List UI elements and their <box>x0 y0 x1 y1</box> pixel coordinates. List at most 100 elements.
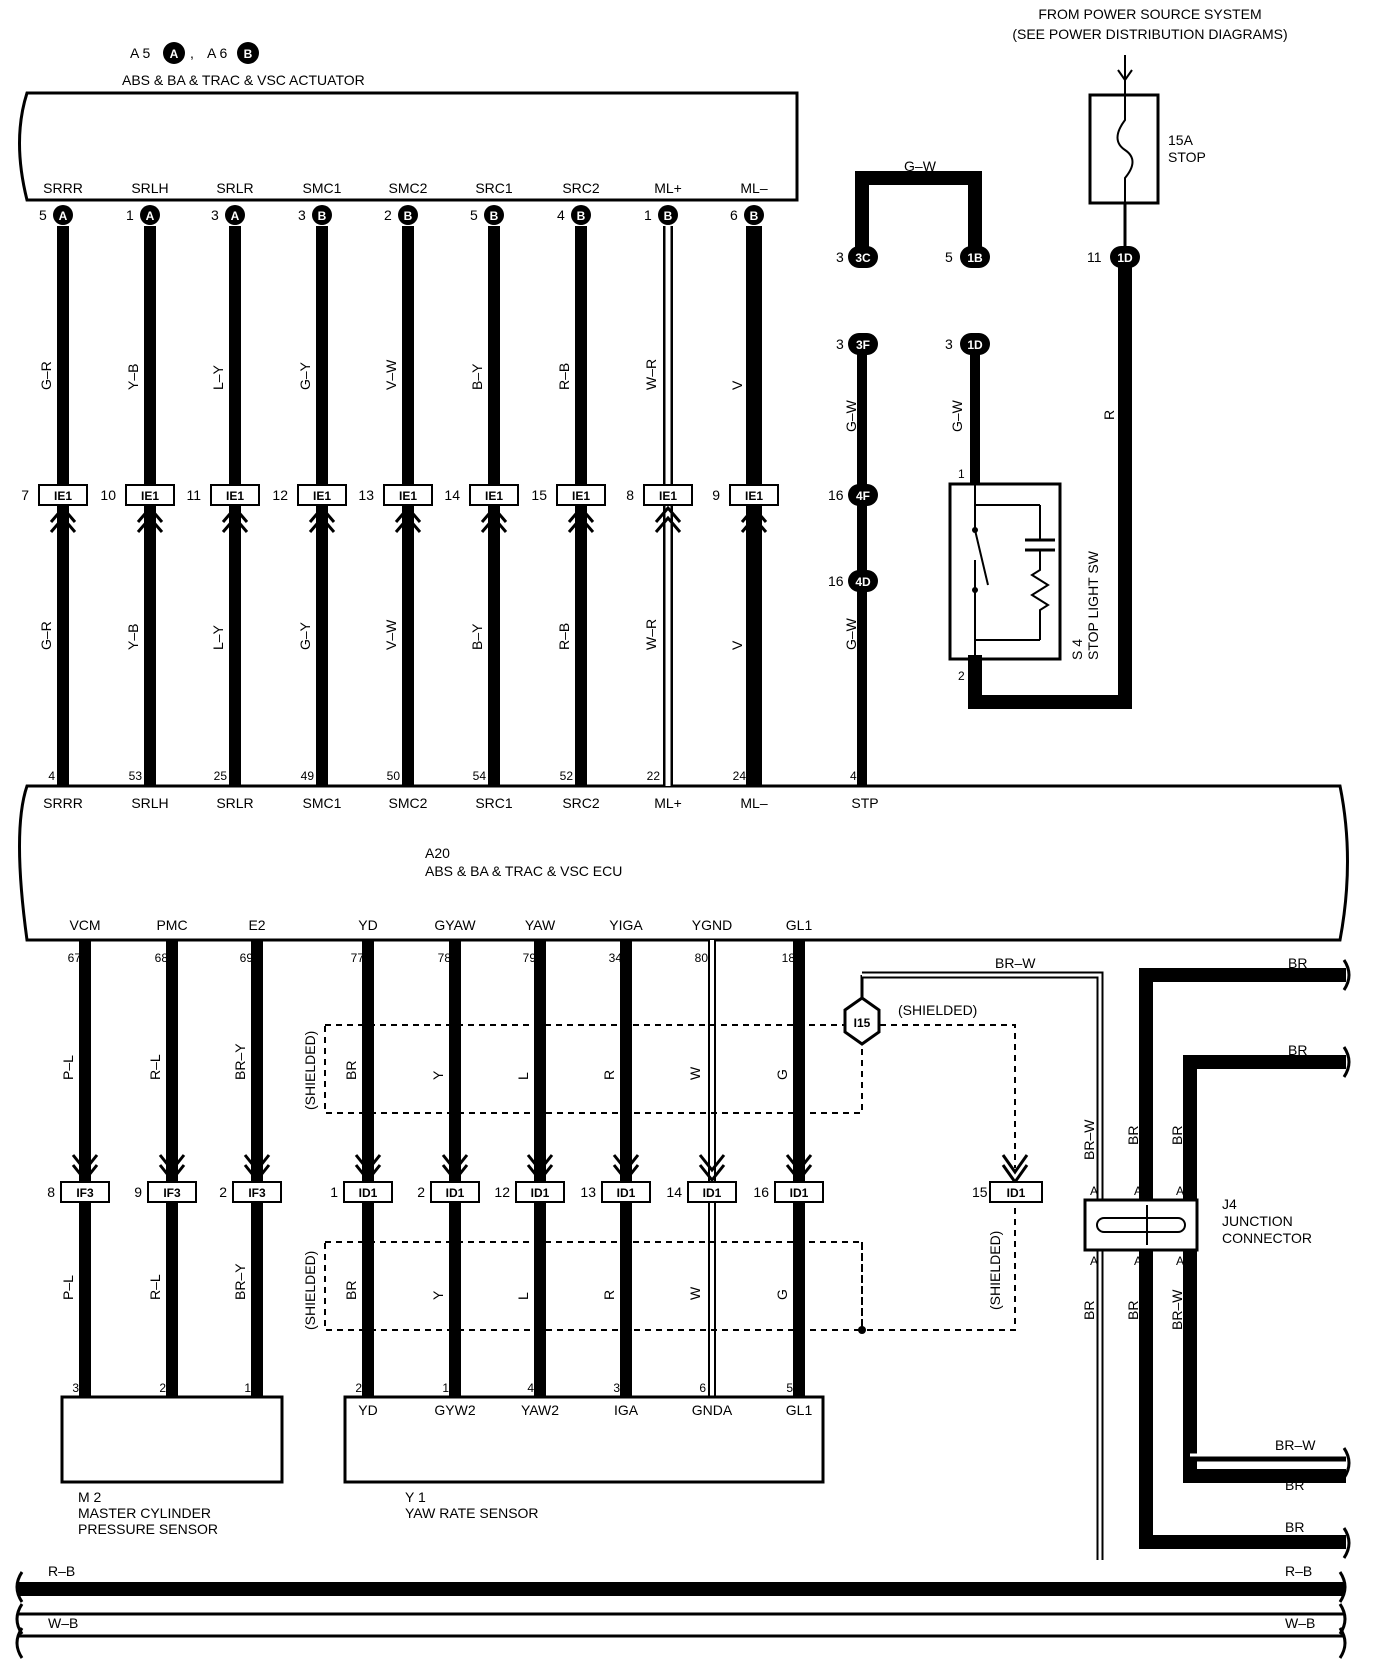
wire-color-label: BR–Y <box>232 1043 248 1080</box>
device-pin-number: 2 <box>355 1381 362 1395</box>
wire-color-label: W–R <box>643 359 659 390</box>
ecu-pin-name: SRLH <box>131 795 168 811</box>
svg-text:MASTER CYLINDER: MASTER CYLINDER <box>78 1505 211 1521</box>
svg-text:(SHIELDED): (SHIELDED) <box>302 1251 318 1330</box>
svg-text:CONNECTOR: CONNECTOR <box>1222 1230 1312 1246</box>
svg-text:A: A <box>1176 1254 1184 1268</box>
master-cylinder-sensor <box>60 1395 284 1484</box>
junction-connector: J4 JUNCTION CONNECTOR A A A A A A BR–W B… <box>1081 955 1351 1559</box>
power-source-text: FROM POWER SOURCE SYSTEM <box>1038 6 1261 22</box>
actuator-connector-letter: B <box>577 209 586 223</box>
device-pin-number: 1 <box>442 1381 449 1395</box>
lower-connector-label: IF3 <box>76 1186 94 1200</box>
connector-ie1-label: IE1 <box>226 489 244 503</box>
wire-color-label: BR–Y <box>232 1263 248 1300</box>
svg-text:Y 1: Y 1 <box>405 1489 426 1505</box>
actuator-connector-letter: A <box>231 209 240 223</box>
device-pin-number: 3 <box>613 1381 620 1395</box>
lower-connector-pin: 2 <box>417 1184 425 1200</box>
actuator-connector-letter: A <box>146 209 155 223</box>
ecu-bottom-pin-name: YD <box>358 917 377 933</box>
wire-color-label: G <box>774 1069 790 1080</box>
svg-text:G–W: G–W <box>843 617 859 650</box>
connector-4d: 4D 16 <box>828 570 878 592</box>
lower-connector-label: IF3 <box>163 1186 181 1200</box>
lower-connector-pin: 8 <box>47 1184 55 1200</box>
wire-color-label: R–B <box>556 623 572 650</box>
device-pin-number: 4 <box>527 1381 534 1395</box>
lower-connector-label: ID1 <box>359 1186 378 1200</box>
lower-connector <box>515 1181 565 1203</box>
actuator-pin-name: SRC1 <box>475 180 513 196</box>
ecu-pin-number: 50 <box>387 769 401 783</box>
svg-text:4F: 4F <box>856 489 870 503</box>
connector-ie1 <box>210 484 260 506</box>
connector-ie1-pin: 8 <box>626 487 634 503</box>
connector-ie1 <box>469 484 519 506</box>
wire-color-label: R–B <box>556 363 572 390</box>
wire-color-label: Y <box>430 1070 446 1080</box>
svg-text:3: 3 <box>945 336 953 352</box>
svg-text:BR–W: BR–W <box>1169 1289 1185 1330</box>
ecu-pin-number: 24 <box>733 769 747 783</box>
connector-ie1-pin: 7 <box>21 487 29 503</box>
actuator-pin-name: ML– <box>740 180 767 196</box>
connector-ie1 <box>38 484 88 506</box>
wire-color-label: V–W <box>383 359 399 390</box>
connector-ie1-label: IE1 <box>485 489 503 503</box>
ecu-pin-number: 4 <box>48 769 55 783</box>
svg-text:,: , <box>190 45 194 61</box>
connector-fuse-1d: 1D 11 <box>1087 246 1140 268</box>
lower-connector-label: ID1 <box>531 1186 550 1200</box>
actuator-connector-letter: B <box>404 209 413 223</box>
actuator-box <box>18 91 799 202</box>
power-distribution-text: (SEE POWER DISTRIBUTION DIAGRAMS) <box>1012 26 1287 42</box>
svg-text:(SHIELDED): (SHIELDED) <box>898 1002 977 1018</box>
svg-text:1D: 1D <box>1117 251 1133 265</box>
svg-text:A: A <box>1176 1184 1184 1198</box>
svg-text:16: 16 <box>828 573 844 589</box>
svg-text:BR: BR <box>1288 1042 1307 1058</box>
svg-text:A: A <box>1134 1254 1142 1268</box>
svg-text:A: A <box>1090 1184 1098 1198</box>
wire-color-label: W–R <box>643 619 659 650</box>
ecu-bottom-pin-number: 34 <box>609 951 623 965</box>
wire-color-label: G <box>774 1289 790 1300</box>
svg-text:(SHIELDED): (SHIELDED) <box>302 1031 318 1110</box>
svg-text:48: 48 <box>850 769 864 783</box>
yaw-sensor-pin: IGA <box>614 1402 639 1418</box>
wire-color-label: V <box>729 380 745 390</box>
svg-text:ID1: ID1 <box>1007 1186 1026 1200</box>
wire-color-label: Y <box>430 1290 446 1300</box>
connector-ie1-label: IE1 <box>54 489 72 503</box>
ecu-name: ABS & BA & TRAC & VSC ECU <box>425 863 622 879</box>
wire-color-label: BR <box>343 1281 359 1300</box>
svg-text:R: R <box>1101 410 1117 420</box>
svg-text:JUNCTION: JUNCTION <box>1222 1213 1293 1229</box>
device-pin-number: 6 <box>699 1381 706 1395</box>
connector-1b: 1B 5 <box>945 246 990 268</box>
wire-color-label: G–R <box>38 621 54 650</box>
wire-color-label: V–W <box>383 619 399 650</box>
lower-connector-pin: 1 <box>330 1184 338 1200</box>
yaw-sensor-pin: GL1 <box>786 1402 813 1418</box>
connector-ie1-label: IE1 <box>141 489 159 503</box>
actuator-pin-name: SRLH <box>131 180 168 196</box>
actuator-connector-letter: B <box>664 209 673 223</box>
ecu-bottom-pin-name: GL1 <box>786 917 813 933</box>
svg-text:5: 5 <box>945 249 953 265</box>
ecu-pin-number: 25 <box>214 769 228 783</box>
svg-text:PRESSURE SENSOR: PRESSURE SENSOR <box>78 1521 218 1537</box>
connector-ie1 <box>643 484 693 506</box>
svg-text:(SHIELDED): (SHIELDED) <box>987 1231 1003 1310</box>
